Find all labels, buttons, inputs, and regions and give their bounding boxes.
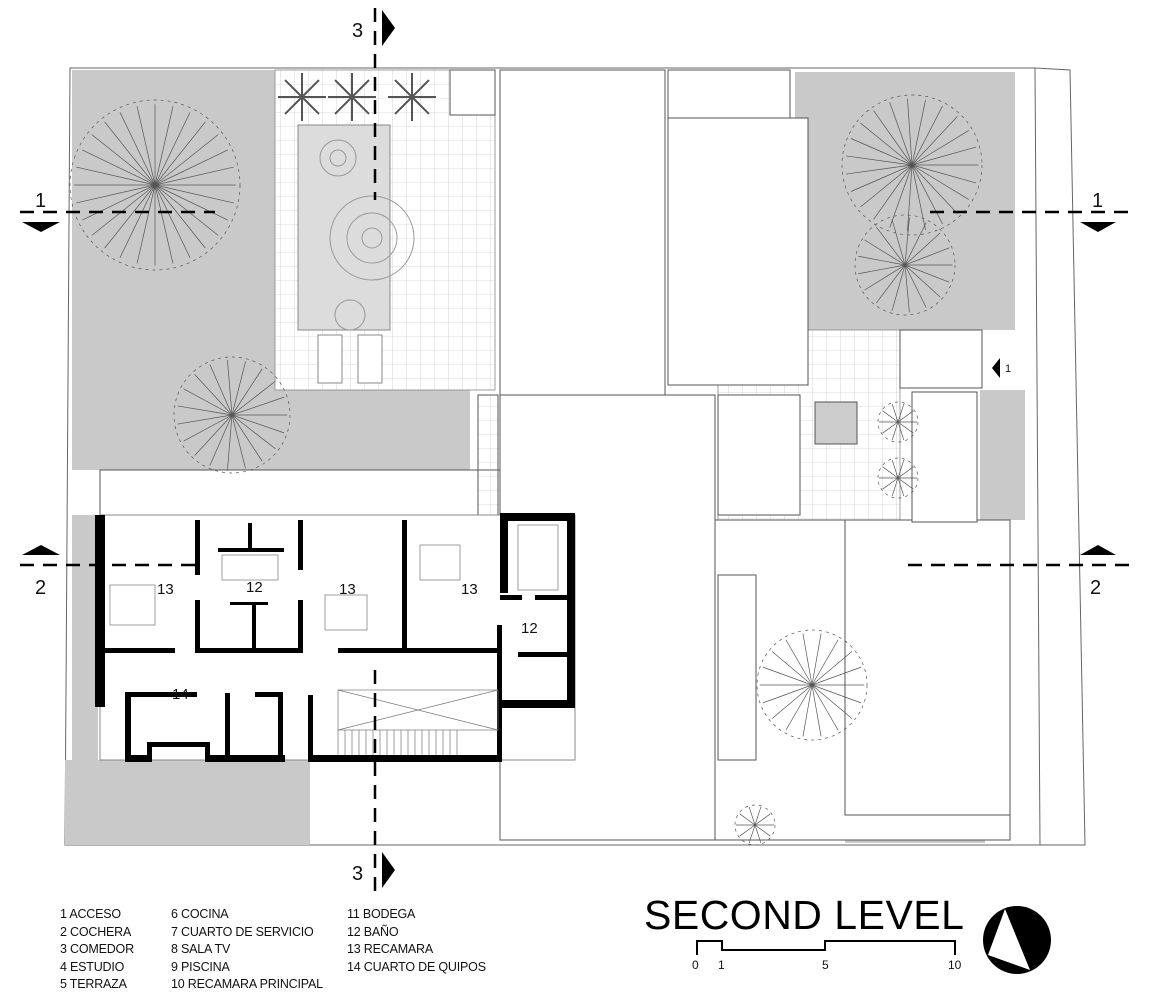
legend-item: 13 RECAMARA <box>347 942 434 957</box>
section-markers: 1 1 2 2 3 3 1 <box>22 10 1116 888</box>
legend-column: 6 COCINA 7 CUARTO DE SERVICIO 8 SALA TV … <box>171 906 323 994</box>
tree-icon <box>734 804 776 846</box>
section-label: 2 <box>1090 577 1101 599</box>
section-arrow-icon <box>22 545 60 555</box>
north-arrow-icon <box>983 906 1051 974</box>
room-label: 14 <box>172 686 189 703</box>
scale-tick: 5 <box>822 958 829 972</box>
legend-item: 10 RECAMARA PRINCIPAL <box>171 977 323 992</box>
palm-icon <box>278 73 326 121</box>
garden-areas <box>65 70 1025 845</box>
scale-bar <box>696 940 956 955</box>
room-label: 13 <box>157 581 174 598</box>
palm-icon <box>328 73 376 121</box>
section-arrow-icon <box>22 222 60 232</box>
legend-item: 5 TERRAZA <box>60 977 127 992</box>
legend-item: 7 CUARTO DE SERVICIO <box>171 924 314 939</box>
section-label: 3 <box>352 863 363 885</box>
room-label: 12 <box>246 579 263 596</box>
section-label: 1 <box>35 190 46 212</box>
entry-arrow-icon <box>992 358 1000 378</box>
legend-item: 3 COMEDOR <box>60 942 134 957</box>
legend-item: 12 BAÑO <box>347 924 399 939</box>
entry-label: 1 <box>1005 363 1011 375</box>
tree-icon <box>877 457 919 499</box>
tree-icon <box>841 94 983 236</box>
room-label: 12 <box>521 620 538 637</box>
room-label: 13 <box>461 581 478 598</box>
legend-item: 9 PISCINA <box>171 959 230 974</box>
room-labels: 13 12 13 13 12 14 <box>157 579 538 703</box>
room-label: 13 <box>339 581 356 598</box>
legend-item: 6 COCINA <box>171 907 229 921</box>
tree-icon <box>756 629 868 741</box>
tree-icon <box>854 214 956 316</box>
scale-tick: 1 <box>718 958 725 972</box>
legend-column: 11 BODEGA 12 BAÑO 13 RECAMARA 14 CUARTO … <box>347 906 486 976</box>
drawing-title: SECOND LEVEL <box>644 892 965 938</box>
tree-icon <box>173 356 291 474</box>
legend-item: 11 BODEGA <box>347 907 416 921</box>
site-boundary <box>64 67 1086 846</box>
legend-item: 2 COCHERA <box>60 924 132 939</box>
tree-icon <box>877 401 919 443</box>
palm-icon <box>388 73 436 121</box>
legend-item: 1 ACCESO <box>60 907 121 921</box>
pool <box>297 124 415 384</box>
section-arrow-icon <box>382 10 395 46</box>
tree-icon <box>69 99 241 271</box>
legend-item: 14 CUARTO DE QUIPOS <box>347 959 486 974</box>
section-label: 1 <box>1092 190 1103 212</box>
section-label: 2 <box>35 577 46 599</box>
trees <box>69 73 983 846</box>
section-arrow-icon <box>382 852 395 888</box>
legend-item: 4 ESTUDIO <box>60 959 125 974</box>
building-walls <box>95 513 576 762</box>
legend-item: 8 SALA TV <box>171 942 231 957</box>
scale-tick: 0 <box>692 958 699 972</box>
legend-column: 1 ACCESO 2 COCHERA 3 COMEDOR 4 ESTUDIO 5… <box>60 906 134 994</box>
section-label: 3 <box>352 20 363 42</box>
section-lines <box>20 8 1130 895</box>
section-arrow-icon <box>1080 222 1116 232</box>
section-arrow-icon <box>1080 545 1116 555</box>
scale-tick: 10 <box>948 958 962 972</box>
